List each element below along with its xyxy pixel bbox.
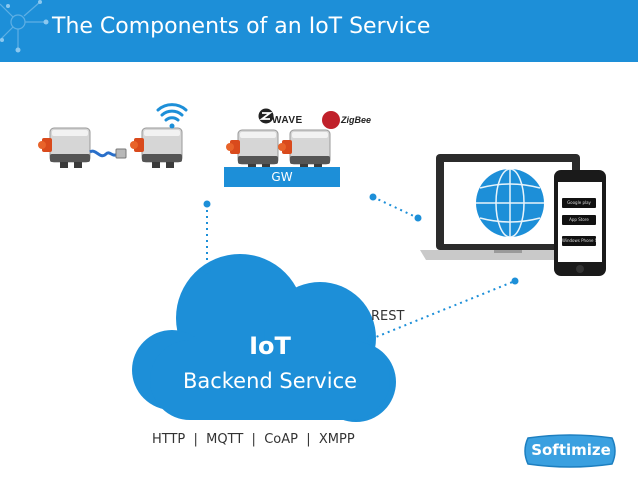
usb-plug-icon [89,148,127,159]
brand-name: Softimize [531,441,611,459]
wifi-icon [156,103,188,129]
connector-gateway-laptop [369,193,422,222]
zwave-label: WAVE [272,115,303,126]
connector-cloud-devices [367,277,519,343]
zigbee-label: ZigBee [341,115,372,125]
softimize-logo-icon [524,434,616,468]
cloud-shape [132,254,396,422]
protocols-list: HTTP | MQTT | CoAP | XMPP [152,432,355,447]
phone-badge-windows-store: Windows Phone Store [562,236,596,246]
zwave-logo-icon [258,108,274,124]
phone-badge-app-store: App Store [562,215,596,225]
sensor-2 [129,127,183,169]
sensor-3 [225,129,279,171]
page-title: The Components of an IoT Service [52,14,431,39]
header-bar: The Components of an IoT Service [0,0,638,62]
network-circle-icon [0,0,49,53]
sensor-1 [37,127,91,169]
zigbee-logo-icon [322,111,340,129]
diagram-canvas [37,103,606,422]
phone-badge-google-play: Google play [562,198,596,208]
cloud-subtitle: Backend Service [182,369,358,393]
sensor-4 [277,129,331,171]
connector-gateway-cloud [203,200,211,274]
rest-label: REST [371,309,405,324]
globe-icon [476,168,544,238]
cloud-title: IoT [249,332,291,360]
gateway-label: GW [224,167,340,187]
